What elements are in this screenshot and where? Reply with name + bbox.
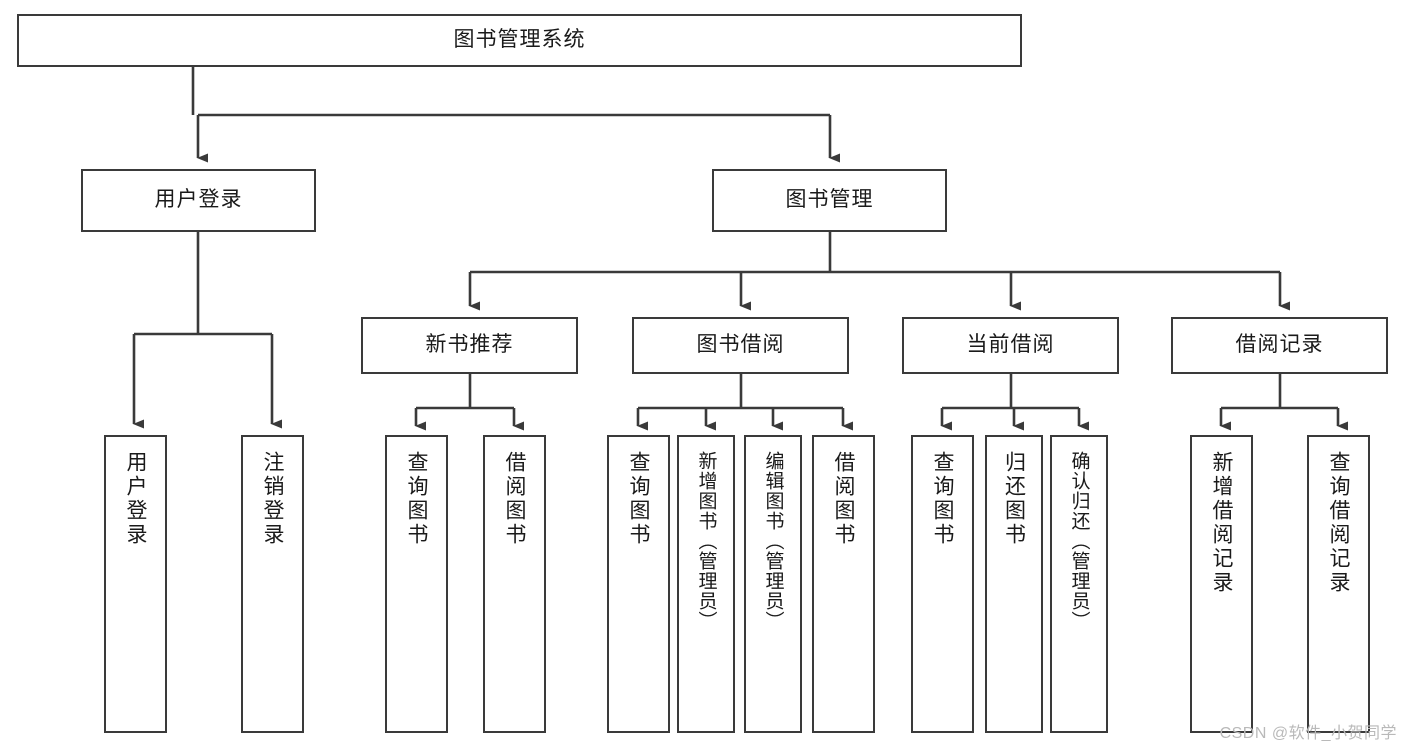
leaf-borrow-book[interactable]: 借阅图书 [812, 435, 875, 733]
leaf-return-book-label: 归还图书 [1002, 451, 1026, 547]
node-root-label: 图书管理系统 [453, 28, 586, 52]
leaf-borrow-book-rec-label: 借阅图书 [503, 451, 526, 547]
node-borrow-record-label: 借阅记录 [1235, 333, 1324, 357]
node-book-borrow-label: 图书借阅 [696, 333, 785, 357]
leaf-query-record[interactable]: 查询借阅记录 [1307, 435, 1370, 733]
leaf-user-login-label: 用户登录 [124, 451, 147, 547]
leaf-query-book-borrow[interactable]: 查询图书 [607, 435, 670, 733]
leaf-borrow-book-label: 借阅图书 [832, 451, 855, 547]
leaf-borrow-book-rec[interactable]: 借阅图书 [483, 435, 546, 733]
node-current-borrow-label: 当前借阅 [966, 333, 1055, 357]
node-new-book-rec[interactable]: 新书推荐 [361, 317, 578, 374]
leaf-add-record-label: 新增借阅记录 [1210, 451, 1233, 595]
leaf-query-book-borrow-label: 查询图书 [627, 451, 650, 547]
leaf-edit-book-label: 编辑图书（管理员） [762, 451, 784, 631]
leaf-query-book-current[interactable]: 查询图书 [911, 435, 974, 733]
node-book-manage-label: 图书管理 [785, 188, 874, 212]
leaf-logout[interactable]: 注销登录 [241, 435, 304, 733]
watermark: CSDN @软件_小贺同学 [1219, 725, 1397, 742]
node-root[interactable]: 图书管理系统 [17, 14, 1022, 67]
node-borrow-record[interactable]: 借阅记录 [1171, 317, 1388, 374]
leaf-user-login[interactable]: 用户登录 [104, 435, 167, 733]
leaf-confirm-return-label: 确认归还（管理员） [1068, 451, 1090, 631]
leaf-query-book-rec[interactable]: 查询图书 [385, 435, 448, 733]
leaf-add-book[interactable]: 新增图书（管理员） [677, 435, 735, 733]
node-book-borrow[interactable]: 图书借阅 [632, 317, 849, 374]
leaf-edit-book[interactable]: 编辑图书（管理员） [744, 435, 802, 733]
node-current-borrow[interactable]: 当前借阅 [902, 317, 1119, 374]
node-book-manage[interactable]: 图书管理 [712, 169, 947, 232]
leaf-add-book-label: 新增图书（管理员） [695, 451, 717, 631]
leaf-return-book[interactable]: 归还图书 [985, 435, 1043, 733]
leaf-query-book-rec-label: 查询图书 [405, 451, 428, 547]
leaf-query-book-current-label: 查询图书 [931, 451, 954, 547]
node-user-login-label: 用户登录 [154, 188, 243, 212]
node-new-book-rec-label: 新书推荐 [425, 333, 514, 357]
leaf-add-record[interactable]: 新增借阅记录 [1190, 435, 1253, 733]
leaf-logout-label: 注销登录 [261, 451, 284, 547]
leaf-confirm-return[interactable]: 确认归还（管理员） [1050, 435, 1108, 733]
node-user-login[interactable]: 用户登录 [81, 169, 316, 232]
leaf-query-record-label: 查询借阅记录 [1327, 451, 1350, 595]
